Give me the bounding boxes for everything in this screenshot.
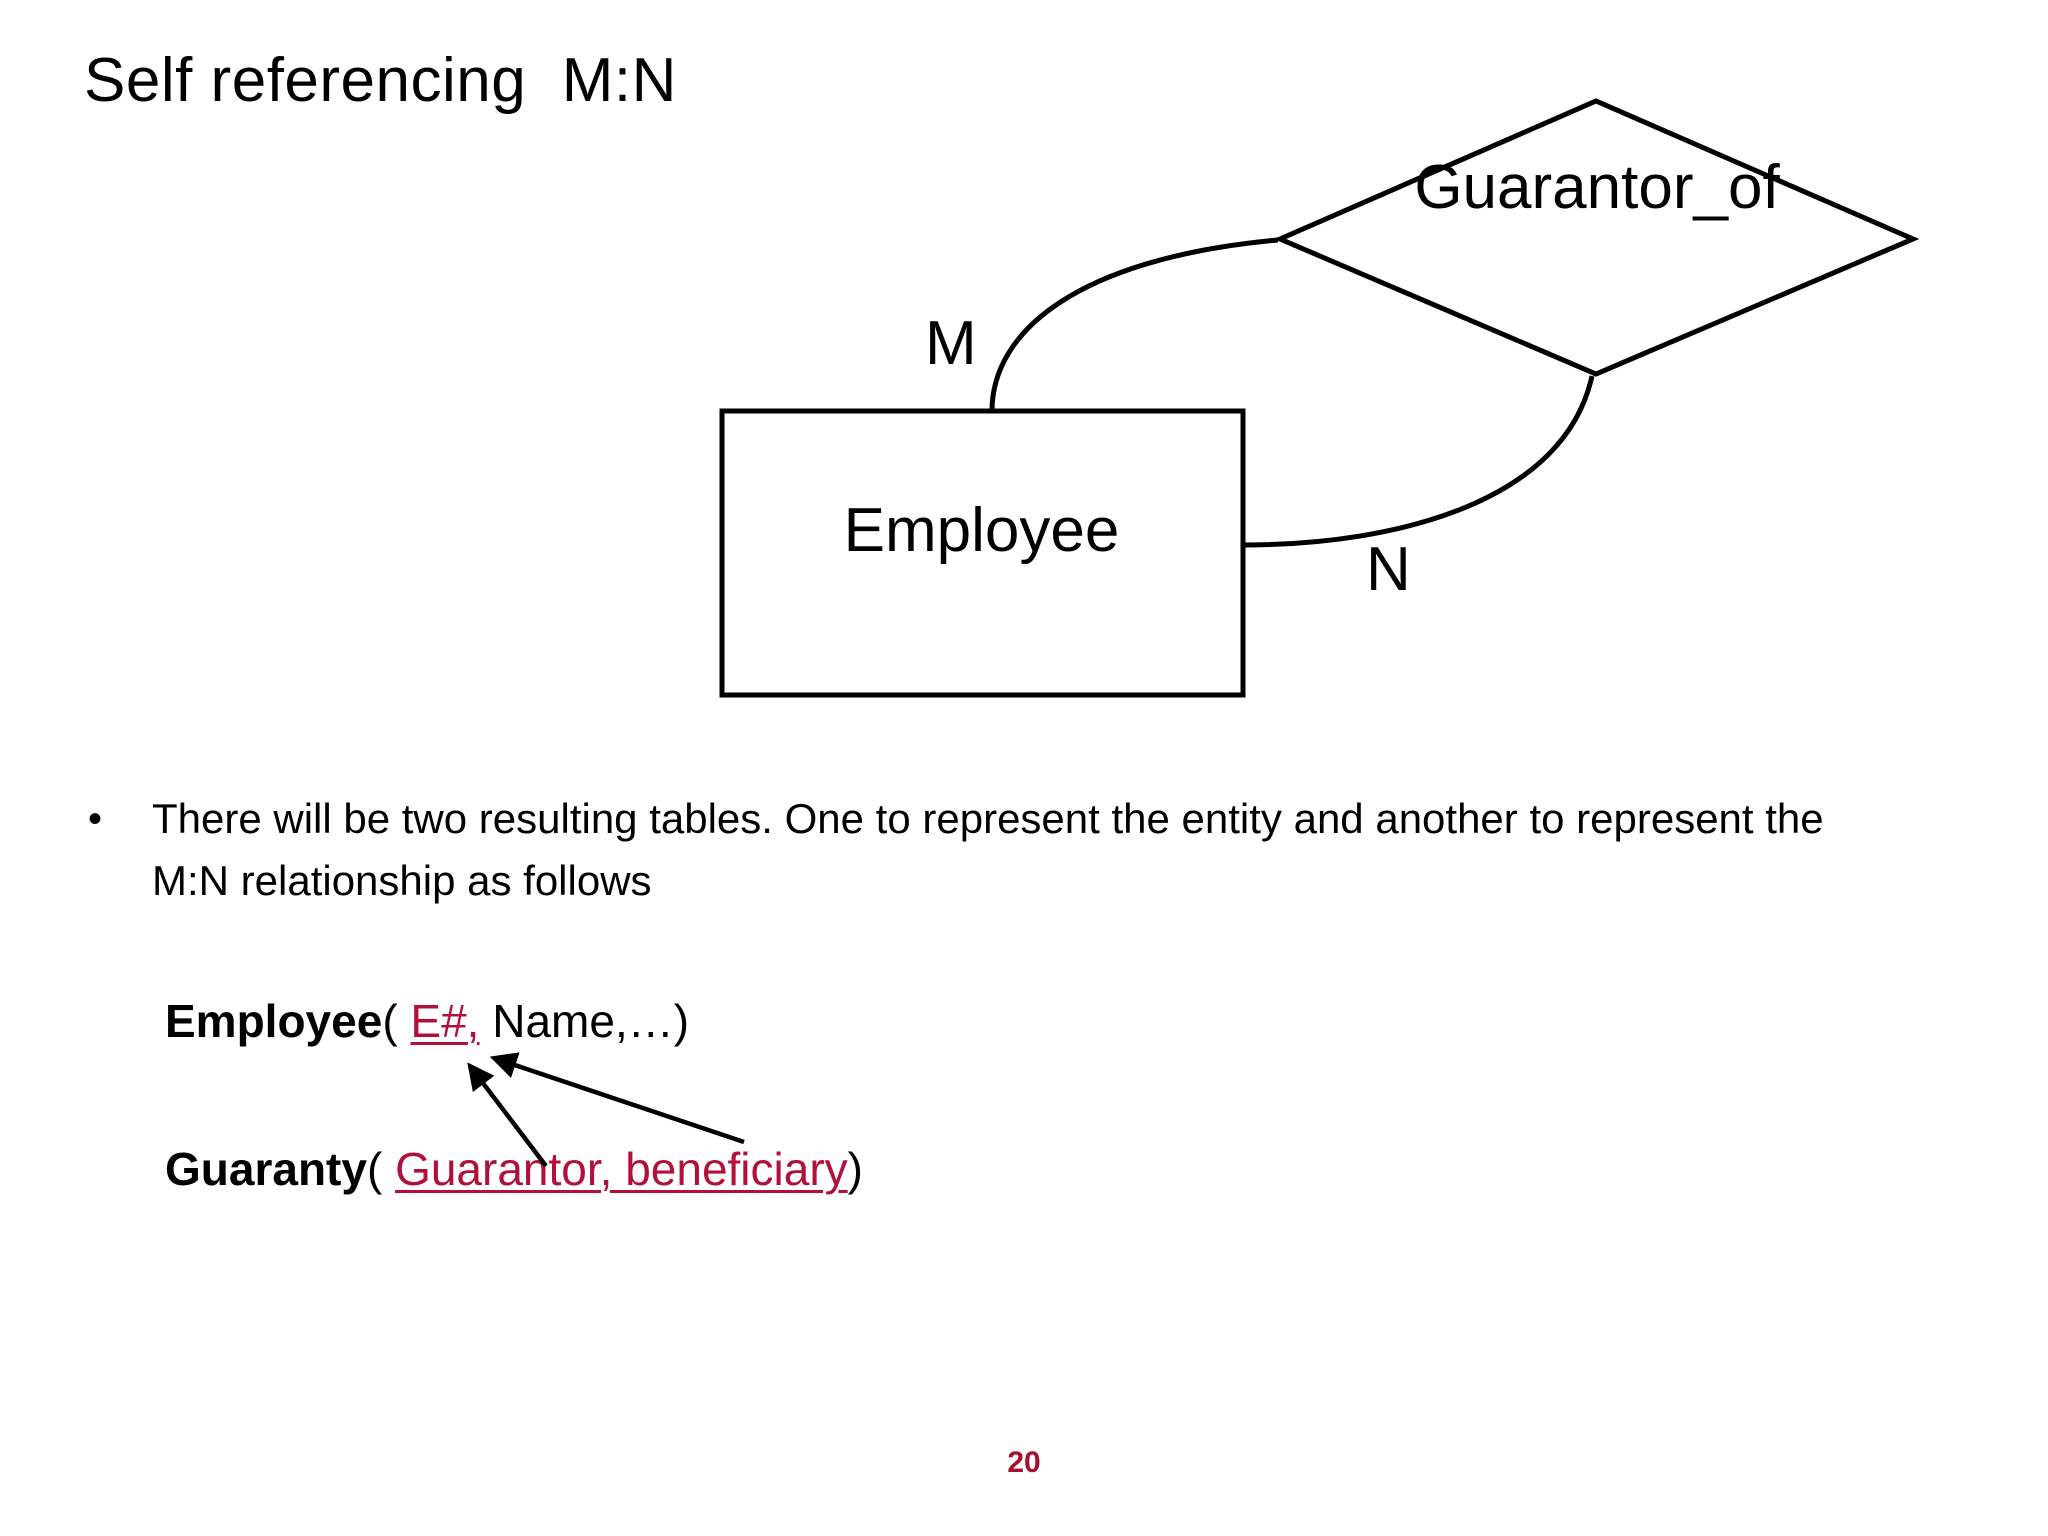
relationship-diamond xyxy=(1273,98,1920,377)
relationship-label: Guarantor_of xyxy=(1414,153,1780,222)
attributes-employee: Name,… xyxy=(479,995,674,1047)
schema-line-guaranty: Guaranty( Guarantor, beneficiary) xyxy=(165,1136,1565,1202)
open-paren-guaranty: ( xyxy=(366,1143,396,1195)
relation-name-employee: Employee xyxy=(165,995,383,1047)
connector-line-n xyxy=(1242,375,1595,548)
entity-label: Employee xyxy=(843,496,1120,565)
er-diagram: Employee Guarantor_of M N xyxy=(0,0,2048,760)
close-paren-employee: ) xyxy=(673,995,690,1047)
bullet-marker-icon: • xyxy=(88,797,103,841)
list-item: • There will be two resulting tables. On… xyxy=(84,788,1904,912)
open-paren-employee: ( xyxy=(382,995,411,1047)
bullet-list: • There will be two resulting tables. On… xyxy=(84,788,1904,912)
page-title: Self referencing M:N xyxy=(84,46,677,115)
schema-line-employee: Employee( E#, Name,…) xyxy=(165,988,1565,1054)
connector-line-m xyxy=(989,237,1279,412)
schema-list: Employee( E#, Name,…) Guaranty( Guaranto… xyxy=(165,988,1565,1202)
bullet-text: There will be two resulting tables. One … xyxy=(152,795,1824,904)
primary-key-employee: E#, xyxy=(410,995,480,1047)
page-number: 20 xyxy=(1007,1446,1041,1479)
primary-key-guaranty: Guarantor, beneficiary xyxy=(395,1143,848,1195)
cardinality-label-m: M xyxy=(925,309,977,378)
close-paren-guaranty: ) xyxy=(847,1143,863,1195)
er-diagram-svg xyxy=(719,98,1920,698)
cardinality-label-n: N xyxy=(1366,535,1411,604)
entity-rectangle xyxy=(719,408,1246,698)
relation-name-guaranty: Guaranty xyxy=(165,1143,367,1195)
